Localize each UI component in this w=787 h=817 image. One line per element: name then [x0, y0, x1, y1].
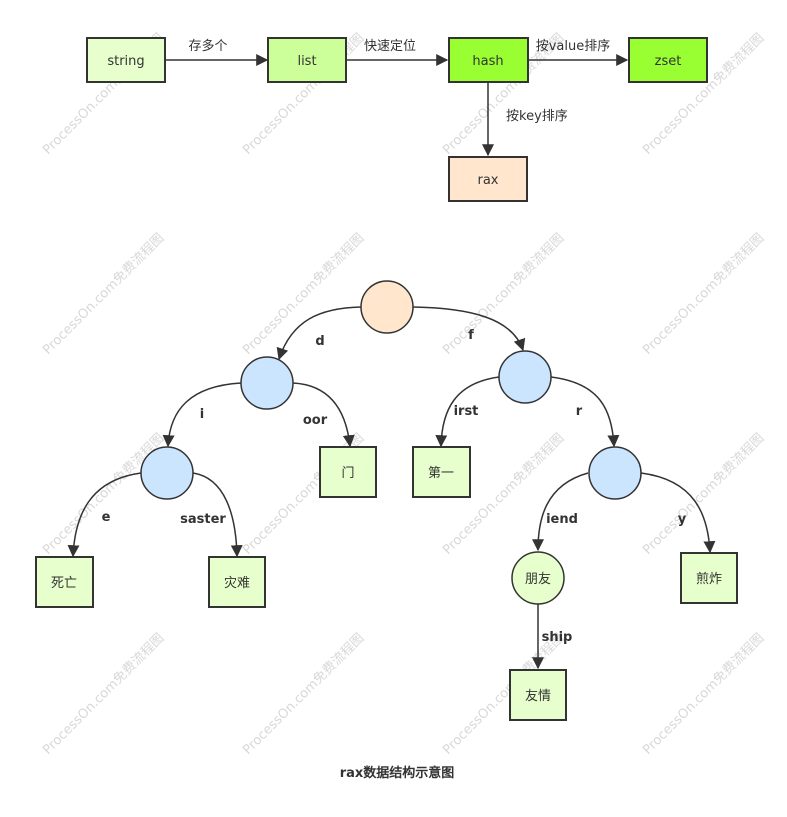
watermark: ProcessOn.com免费流程图 — [640, 231, 767, 358]
node-fr — [588, 446, 642, 500]
edge-label-ship: ship — [542, 630, 573, 645]
leaf-youqing-label: 友情 — [525, 688, 551, 704]
leaf-men-label: 门 — [341, 466, 354, 481]
leaf-pengyou-label: 朋友 — [525, 571, 551, 587]
node-hash: hash — [448, 37, 529, 83]
edge-root-d — [276, 306, 362, 361]
edge-label-e: e — [102, 510, 111, 525]
edge-label-saster: saster — [180, 512, 226, 527]
node-di — [140, 446, 194, 500]
top-flow: 存多个 快速定位 按value排序 按key排序 string list has… — [86, 37, 708, 202]
node-zset-label: zset — [655, 54, 682, 69]
watermark: ProcessOn.com免费流程图 — [40, 631, 167, 758]
watermark: ProcessOn.com免费流程图 — [40, 431, 167, 558]
edge-fr-iend — [532, 472, 589, 552]
node-rax: rax — [448, 156, 528, 202]
edge-f-r — [550, 376, 620, 448]
edge-label-oor: oor — [303, 413, 328, 428]
leaf-men: 门 — [319, 446, 377, 498]
edge-d-i — [162, 382, 242, 448]
node-d — [240, 356, 294, 410]
watermark: ProcessOn.com免费流程图 — [240, 631, 367, 758]
node-list-label: list — [297, 54, 316, 69]
watermark-layer: ProcessOn.com免费流程图 ProcessOn.com免费流程图 Pr… — [40, 31, 767, 758]
node-root — [360, 280, 414, 334]
leaf-jianzha-label: 煎炸 — [696, 571, 722, 587]
leaf-siwang-label: 死亡 — [51, 576, 77, 591]
leaf-diyi-label: 第一 — [428, 466, 454, 481]
watermark: ProcessOn.com免费流程图 — [40, 231, 167, 358]
node-string: string — [86, 37, 166, 83]
leaf-zainan-label: 灾难 — [224, 575, 250, 591]
node-f — [498, 350, 552, 404]
watermark: ProcessOn.com免费流程图 — [640, 631, 767, 758]
watermark: ProcessOn.com免费流程图 — [640, 431, 767, 558]
edge-label-hash-zset: 按value排序 — [536, 39, 611, 54]
watermark: ProcessOn.com免费流程图 — [440, 231, 567, 358]
leaf-diyi: 第一 — [412, 446, 471, 498]
edge-label-list-hash: 快速定位 — [364, 39, 416, 54]
leaf-siwang: 死亡 — [35, 556, 94, 608]
edge-label-f: f — [468, 328, 474, 343]
edge-label-r: r — [576, 404, 583, 419]
leaf-jianzha: 煎炸 — [680, 552, 738, 604]
edge-label-i: i — [200, 407, 204, 422]
node-string-label: string — [107, 54, 144, 69]
node-list: list — [267, 37, 347, 83]
leaf-pengyou: 朋友 — [511, 551, 565, 605]
edge-root-f — [412, 306, 526, 352]
leaf-youqing: 友情 — [509, 669, 567, 721]
edge-label-d: d — [315, 334, 324, 349]
edge-label-hash-rax: 按key排序 — [506, 109, 568, 124]
watermark: ProcessOn.com免费流程图 — [240, 231, 367, 358]
leaf-zainan: 灾难 — [208, 556, 266, 608]
edge-d-oor — [292, 382, 355, 448]
node-zset: zset — [628, 37, 708, 83]
edge-label-iend: iend — [546, 512, 578, 527]
edge-label-irst: irst — [454, 404, 479, 419]
node-hash-label: hash — [472, 54, 503, 69]
rax-tree: d f i oor irst r e saster iend y ship 门 … — [35, 280, 738, 721]
edge-di-saster — [192, 472, 243, 558]
edge-fr-y — [640, 472, 716, 554]
diagram-caption: rax数据结构示意图 — [340, 765, 455, 781]
node-rax-label: rax — [477, 173, 498, 188]
edge-label-string-list: 存多个 — [188, 38, 227, 54]
edge-di-e — [67, 472, 142, 558]
edge-f-irst — [435, 376, 500, 448]
edge-label-y: y — [678, 512, 687, 527]
